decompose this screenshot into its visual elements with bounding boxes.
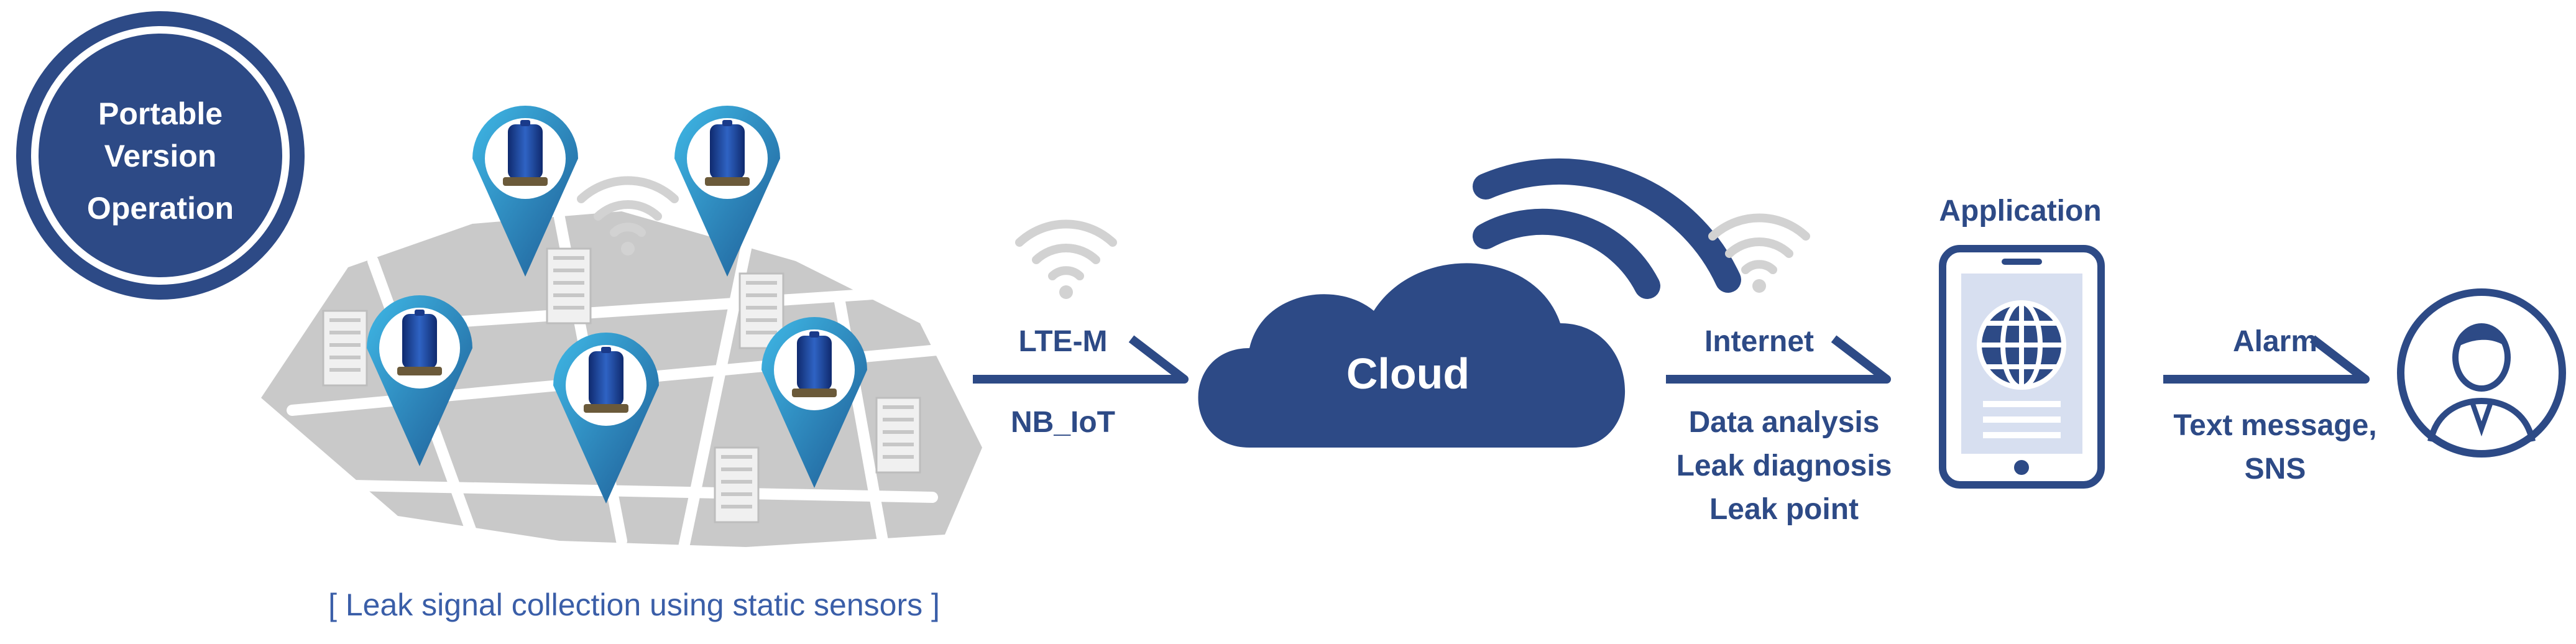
arrow-lte — [973, 335, 1189, 384]
tablet-icon — [1939, 245, 2105, 489]
link2-top-label: Internet — [1704, 325, 1814, 358]
link1-top-label: LTE-M — [1018, 325, 1107, 358]
application-label: Application — [1939, 195, 2101, 228]
link3-top-label: Alarm — [2233, 325, 2317, 358]
arrow-alarm — [2163, 335, 2370, 384]
link-lte: LTE-M NB_IoT — [973, 224, 1189, 439]
arrow-internet — [1666, 335, 1891, 384]
sensor-map-area: [ Leak signal collection using static se… — [261, 106, 982, 622]
globe-icon — [1977, 300, 2066, 390]
sensor-caption: [ Leak signal collection using static se… — [328, 587, 940, 622]
portable-version-badge: Portable Version Operation — [16, 11, 305, 300]
link2-line-2: Leak diagnosis — [1677, 449, 1892, 482]
link-alarm: Alarm Text message, SNS — [2163, 325, 2377, 485]
user-icon — [2397, 288, 2566, 458]
link-internet: Internet Data analysis Leak diagnosis Le… — [1666, 218, 1892, 526]
link1-bottom-label: NB_IoT — [1011, 406, 1115, 439]
badge-line-2: Version — [104, 139, 217, 173]
cloud-label: Cloud — [1346, 349, 1470, 398]
link2-line-1: Data analysis — [1689, 406, 1880, 439]
link3-line-1: Text message, — [2173, 409, 2376, 442]
application: Application — [1939, 195, 2105, 489]
wifi-icon — [1019, 224, 1113, 299]
link2-line-3: Leak point — [1709, 493, 1859, 526]
cloud-icon: Cloud — [1198, 158, 1741, 448]
link3-line-2: SNS — [2245, 453, 2306, 485]
badge-line-3: Operation — [87, 191, 234, 226]
badge-line-1: Portable — [98, 96, 223, 131]
